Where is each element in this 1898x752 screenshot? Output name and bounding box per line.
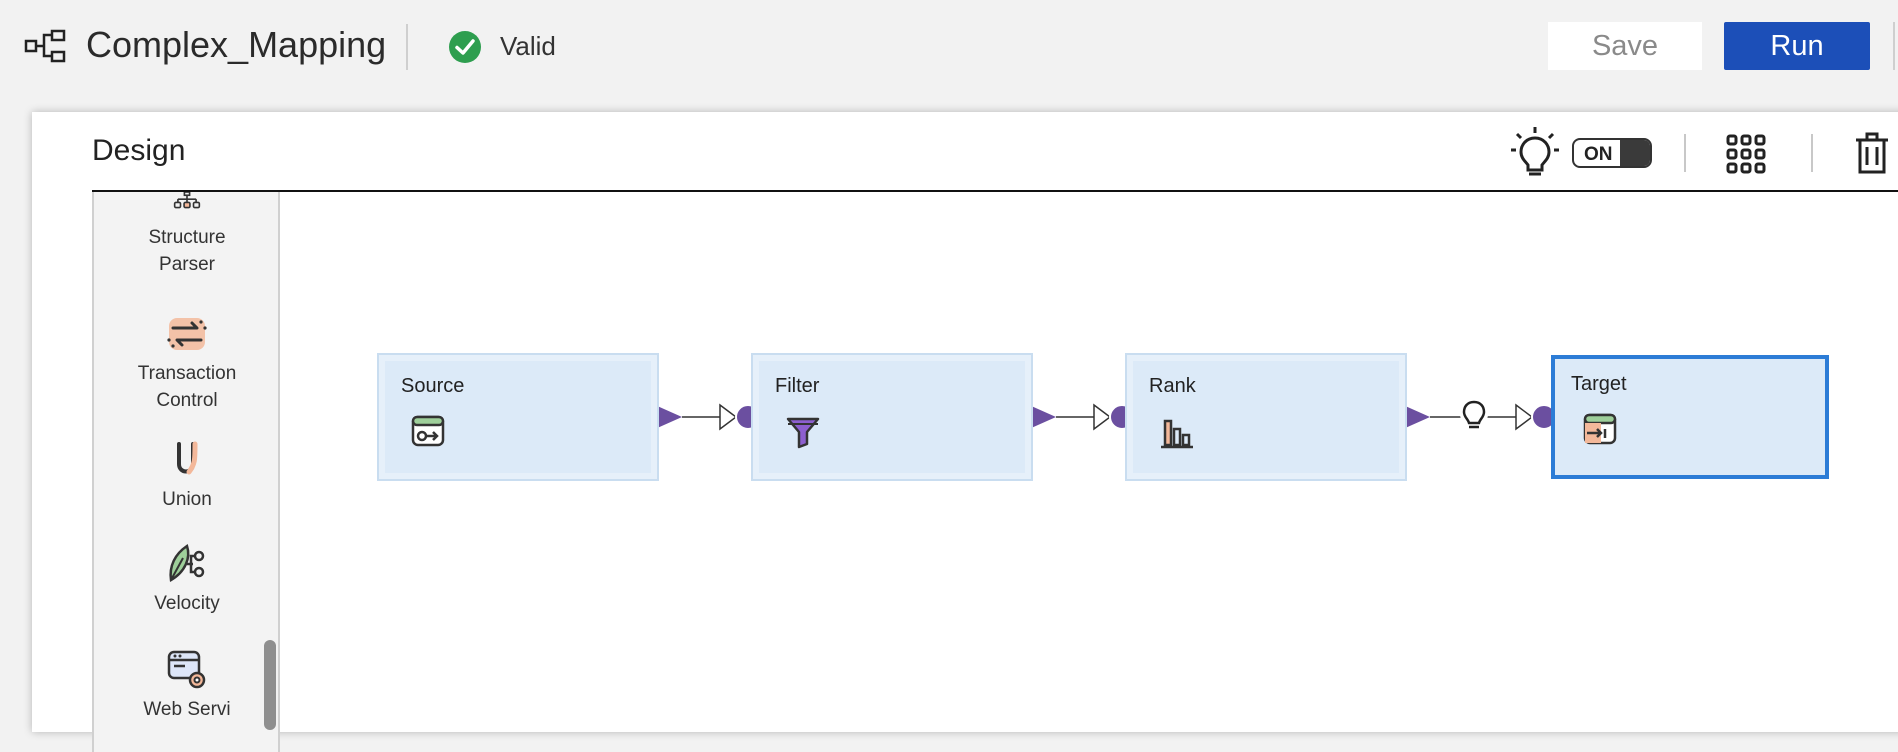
node-label: Filter: [775, 375, 820, 397]
target-icon: [1583, 413, 1617, 445]
run-button[interactable]: Run: [1724, 22, 1870, 70]
structure-parser-icon: [173, 192, 201, 209]
header-divider-right: [1893, 22, 1895, 70]
filter-icon: [786, 417, 820, 449]
node-filter[interactable]: Filter: [751, 353, 1033, 481]
union-icon: [177, 441, 198, 475]
node-label: Source: [401, 375, 465, 397]
node-label: Target: [1571, 373, 1627, 395]
output-port-arrow: [1403, 405, 1430, 429]
link-arrowhead: [1093, 403, 1112, 431]
toggle-knob: [1620, 140, 1650, 166]
output-port-arrow: [1029, 405, 1056, 429]
toolbar-divider-2: [1811, 134, 1813, 172]
mapping-canvas[interactable]: Source Filter Rank: [282, 192, 1898, 732]
mapping-title: Complex_Mapping: [86, 24, 387, 65]
palette-label: Velocity: [154, 593, 220, 614]
palette-item-velocity[interactable]: Velocity: [94, 544, 280, 617]
validation-status: Valid: [500, 31, 556, 61]
app-header: Complex_Mapping Valid Save Run: [0, 0, 1898, 92]
link-recommendation-bulb-icon: [1460, 400, 1488, 429]
palette-scrollbar[interactable]: [264, 640, 276, 730]
toggle-label: ON: [1584, 144, 1613, 165]
toolbar-divider: [1684, 134, 1686, 172]
recommendations-toggle[interactable]: ON: [1572, 138, 1652, 168]
node-rank[interactable]: Rank: [1125, 353, 1407, 481]
recommendations-bulb-icon[interactable]: [1510, 126, 1560, 178]
palette-item-web-services[interactable]: Web Servi: [94, 650, 280, 723]
rank-icon: [1161, 419, 1193, 449]
save-button[interactable]: Save: [1548, 22, 1702, 70]
valid-check-icon: [449, 31, 481, 63]
transaction-control-icon: [167, 318, 207, 350]
output-port-arrow: [655, 405, 682, 429]
delete-trash-icon[interactable]: [1855, 132, 1889, 174]
toolbar-underline: [92, 190, 1898, 192]
node-target[interactable]: Target: [1551, 355, 1829, 479]
panel-title: Design: [92, 134, 186, 167]
design-panel: Design ON: [32, 112, 1898, 752]
palette-label: Union: [162, 489, 212, 510]
mapping-icon: [24, 29, 66, 63]
velocity-icon: [169, 544, 205, 582]
node-label: Rank: [1149, 375, 1196, 397]
palette-item-union[interactable]: Union: [94, 440, 280, 513]
link-arrowhead: [719, 403, 738, 431]
link-arrowhead: [1515, 403, 1534, 431]
node-source[interactable]: Source: [377, 353, 659, 481]
web-services-icon: [167, 650, 206, 689]
source-icon: [411, 415, 445, 447]
grid-layout-icon[interactable]: [1726, 134, 1766, 174]
header-divider: [406, 24, 408, 70]
